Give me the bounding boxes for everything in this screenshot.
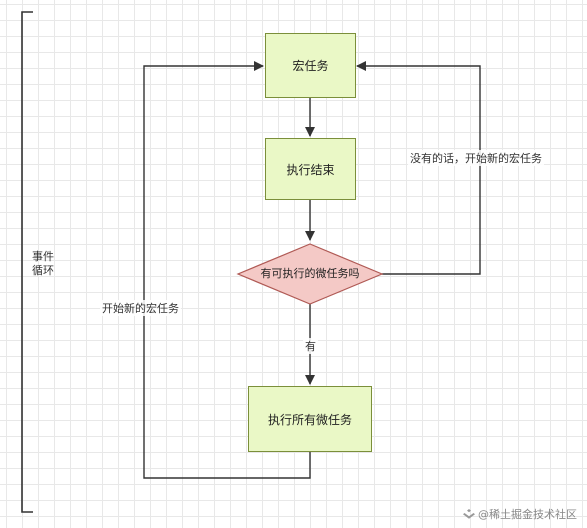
edge-label-yes-branch: 有: [303, 338, 318, 354]
edge-label-loop-back: 开始新的宏任务: [100, 300, 181, 316]
exec-micro-node-label: 执行所有微任务: [267, 412, 352, 427]
watermark: @稀土掘金技术社区: [463, 506, 577, 522]
edge-exec-micro-to-macrotask: [143, 61, 311, 479]
macrotask-node: 宏任务: [265, 33, 356, 98]
event-loop-bracket: [21, 11, 33, 513]
event-loop-label-line2: 循环: [32, 264, 54, 277]
exec-micro-node: 执行所有微任务: [248, 386, 372, 452]
juejin-logo-icon: [463, 509, 475, 519]
decision-diamond: [236, 243, 384, 305]
edge-label-no-branch: 没有的话，开始新的宏任务: [408, 150, 544, 166]
edge-decision-no-to-macrotask: [356, 61, 481, 275]
exec-end-node: 执行结束: [265, 138, 356, 200]
watermark-text: @稀土掘金技术社区: [478, 508, 577, 521]
event-loop-label-line1: 事件: [32, 250, 54, 263]
macrotask-node-label: 宏任务: [292, 59, 329, 73]
exec-end-node-label: 执行结束: [286, 162, 335, 177]
decision-node-label: 有可执行的微任务吗: [260, 267, 360, 280]
event-loop-label: 事件 循环: [32, 250, 54, 278]
